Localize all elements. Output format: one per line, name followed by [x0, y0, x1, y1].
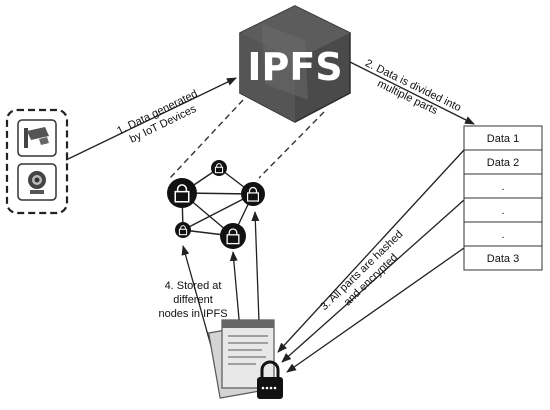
network-nodes [167, 160, 265, 249]
padlock-icon [257, 360, 283, 399]
step2-label: 2. Data is divided into multiple parts [363, 57, 463, 117]
ipfs-title: IPFS [247, 45, 342, 89]
data-part-label: . [501, 205, 504, 217]
cctv-camera-icon [17, 119, 57, 157]
step1-label: 1. Data generated by IoT Devices [115, 88, 199, 146]
arrow-data1-to-doc [277, 149, 465, 353]
ipfs-node-network [167, 160, 265, 249]
step3-line1: 3. All parts are hashed [318, 228, 405, 313]
data-part-label: . [501, 229, 504, 241]
step4-line2: different [173, 294, 213, 306]
dashed-link-right [258, 111, 325, 179]
arrow-data3-to-doc [286, 247, 465, 373]
step4-line3: nodes in IPFS [158, 308, 227, 320]
arrow-store-node-b [229, 251, 241, 331]
data-part-label: Data 2 [487, 157, 519, 169]
network-node-lock-icon [241, 182, 265, 206]
data-part-cell: . [463, 173, 543, 199]
arrow-data2-to-doc [281, 199, 465, 363]
data-part-cell: Data 2 [463, 149, 543, 175]
data-part-cell: Data 1 [463, 125, 543, 151]
network-node-lock-icon [211, 160, 227, 176]
dashed-link-left [169, 99, 244, 179]
network-node-lock-icon [167, 178, 197, 208]
step4-label: 4. Stored at different nodes in IPFS [158, 280, 227, 320]
network-node-lock-icon [220, 223, 246, 249]
data-part-cell: . [463, 221, 543, 247]
iot-devices-box [5, 108, 69, 215]
ipfs-cube: IPFS [239, 5, 351, 123]
arrow-devices-to-ipfs [65, 77, 237, 161]
data-parts-table: Data 1 Data 2... Data 3 [463, 125, 543, 271]
data-part-label: . [501, 181, 504, 193]
arrow-ipfs-to-data [349, 61, 475, 125]
arrow-store-node-c [251, 211, 260, 323]
webcam-icon [17, 163, 57, 201]
data-part-label: Data 1 [487, 133, 519, 145]
step3-label: 3. All parts are hashed and encrypted [318, 228, 405, 313]
step4-line1: 4. Stored at [165, 280, 222, 292]
data-part-cell: Data 3 [463, 245, 543, 271]
encrypted-document-icon [207, 319, 283, 399]
data-part-label: Data 3 [487, 253, 519, 265]
network-node-lock-icon [175, 222, 191, 238]
data-part-cell: . [463, 197, 543, 223]
